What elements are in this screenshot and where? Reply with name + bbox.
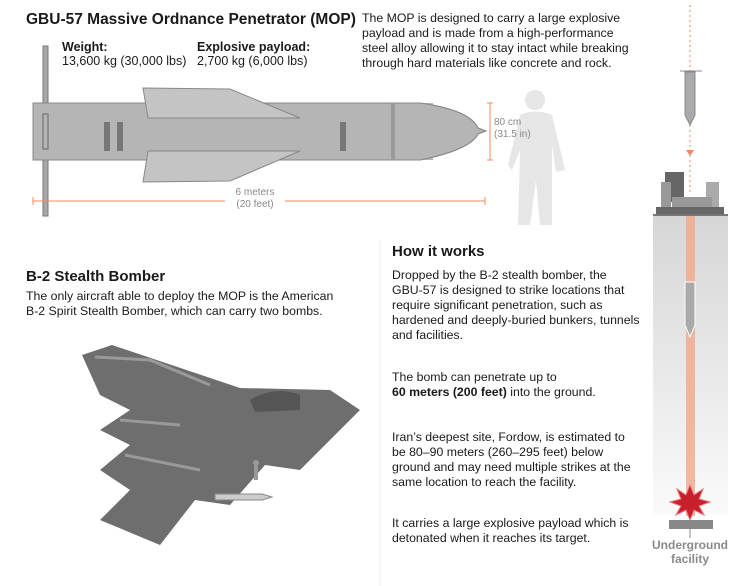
payload-value: 2,700 kg (6,000 lbs) (197, 54, 308, 68)
penetration-diagram (653, 5, 728, 538)
payload-spec: Explosive payload:2,700 kg (6,000 lbs) (197, 40, 310, 68)
p2-text-end: into the ground. (506, 385, 596, 399)
diameter-cm: 80 cm (494, 117, 522, 128)
diameter-in: (31.5 in) (494, 129, 531, 140)
b2-bomber-illustration (82, 345, 360, 545)
payload-label: Explosive payload: (197, 40, 311, 54)
person-scale (253, 460, 259, 466)
weight-spec: Weight:13,600 kg (30,000 lbs) (62, 40, 186, 68)
length-meters: 6 meters (235, 187, 275, 198)
b2-description: The only aircraft able to deploy the MOP… (26, 289, 334, 318)
how-paragraph-3: Iran’s deepest site, Fordow, is estimate… (392, 430, 631, 489)
mop-description: The MOP is designed to carry a large exp… (362, 11, 629, 70)
mop-bomb-illustration (32, 45, 488, 217)
p2-depth: 60 meters (200 feet) (392, 385, 507, 399)
length-feet: (20 feet) (236, 199, 274, 210)
soldier-silhouette (508, 90, 565, 225)
how-title: How it works (392, 243, 485, 260)
b2-title: B-2 Stealth Bomber (26, 268, 166, 285)
weight-value: 13,600 kg (30,000 lbs) (62, 54, 187, 68)
length-label: 6 meters(20 feet) (218, 187, 292, 211)
facility-label: Underground facility (652, 538, 728, 566)
p2-text: The bomb can penetrate up to (392, 370, 557, 384)
how-paragraph-1: Dropped by the B-2 stealth bomber, the G… (392, 268, 640, 342)
mop-title: GBU-57 Massive Ordnance Penetrator (MOP) (26, 11, 356, 28)
weight-label: Weight: (62, 40, 108, 54)
how-paragraph-4: It carries a large explosive payload whi… (392, 516, 629, 545)
dimension-lines (32, 102, 493, 205)
diameter-label: 80 cm(31.5 in) (494, 117, 531, 141)
